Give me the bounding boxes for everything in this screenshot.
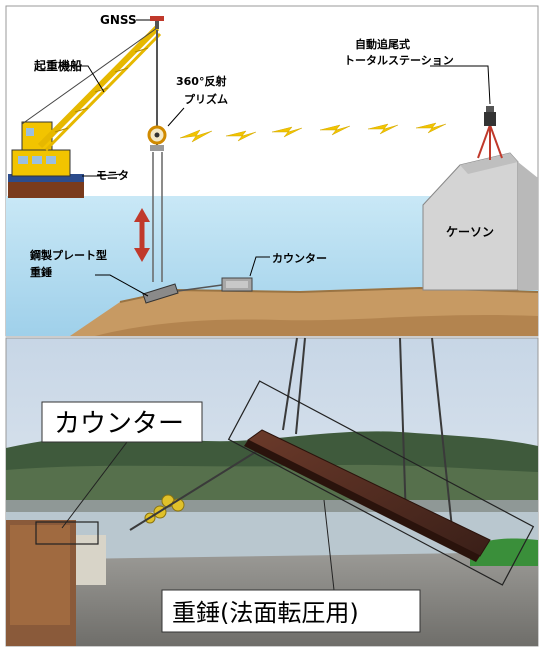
up-down-arrow-icon bbox=[134, 208, 150, 262]
label-weight-2: 重錘 bbox=[30, 265, 52, 279]
label-prism-1: 360°反射 bbox=[176, 74, 226, 88]
diagram-panel: GNSS 起重機船 360°反射 プリズム 自動追尾式 トータルステーション モ… bbox=[5, 5, 539, 337]
photo-panel: カウンター 重錘(法面転圧用) bbox=[5, 337, 539, 647]
lifting-ropes bbox=[129, 337, 453, 531]
plate-weight bbox=[142, 283, 179, 304]
label-weight-1: 鋼製プレート型 bbox=[29, 248, 107, 262]
label-prism-2: プリズム bbox=[184, 92, 228, 106]
label-total-station-1: 自動追尾式 bbox=[355, 37, 410, 51]
label-crane-ship: 起重機船 bbox=[33, 58, 82, 73]
crane-ship bbox=[8, 25, 162, 198]
callout-weight: 重錘(法面転圧用) bbox=[161, 589, 421, 633]
label-monitor: モニタ bbox=[96, 169, 129, 182]
counter-machine bbox=[6, 520, 106, 646]
total-station-icon bbox=[477, 106, 503, 160]
callout-counter: カウンター bbox=[41, 401, 203, 443]
gnss-antenna-icon bbox=[150, 16, 164, 29]
counter-box bbox=[221, 277, 253, 292]
photo-plate-weight bbox=[244, 429, 491, 562]
prism-icon bbox=[147, 125, 167, 151]
label-total-station-2: トータルステーション bbox=[344, 54, 454, 67]
photo-label-weight: 重錘(法面転圧用) bbox=[172, 599, 359, 627]
label-gnss: GNSS bbox=[100, 13, 137, 27]
caisson bbox=[422, 152, 538, 291]
label-caisson: ケーソン bbox=[446, 225, 494, 239]
label-counter: カウンター bbox=[272, 252, 327, 265]
photo-label-counter: カウンター bbox=[54, 409, 184, 439]
weight-outline-box bbox=[227, 380, 535, 586]
laser-signal bbox=[179, 122, 447, 143]
